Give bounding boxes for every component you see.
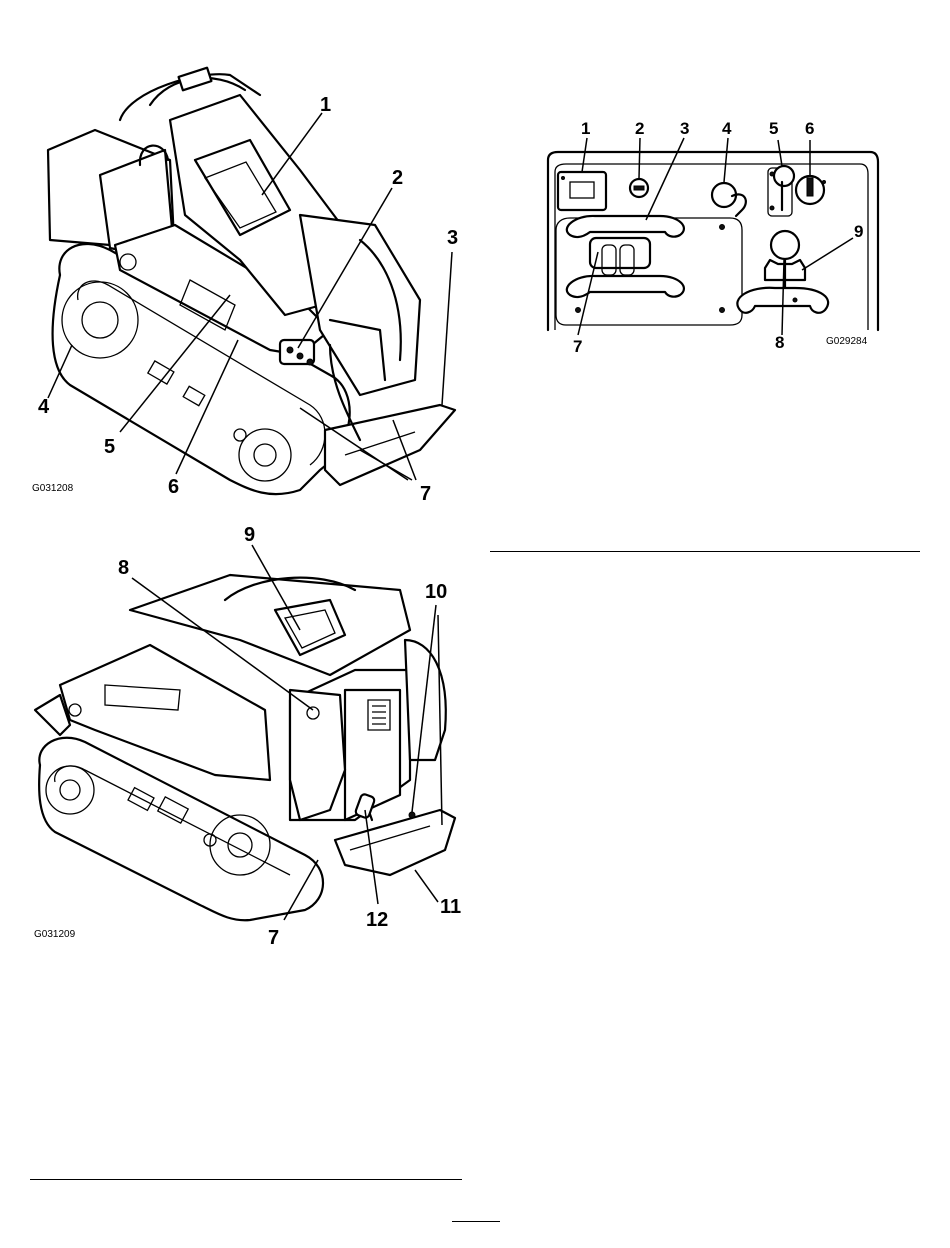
rear-callout-7: 7 — [268, 928, 279, 948]
figure-code: G031208 — [32, 484, 73, 494]
panel-callout-2: 2 — [635, 120, 644, 137]
section-divider — [490, 551, 920, 552]
rear-callout-10: 10 — [425, 582, 447, 602]
control-panel-drawing — [520, 110, 900, 360]
figure-control-panel: 1 2 3 4 5 6 7 8 9 G029284 — [520, 110, 900, 360]
panel-callout-3: 3 — [680, 120, 689, 137]
rear-callout-12: 12 — [366, 910, 388, 930]
panel-callout-9: 9 — [854, 223, 863, 240]
rear-callout-11: 11 — [440, 897, 461, 917]
footer-line — [452, 1221, 500, 1222]
panel-callout-7: 7 — [573, 338, 582, 355]
panel-callout-1: 1 — [581, 120, 590, 137]
rear-figure-code: G031209 — [34, 930, 75, 940]
panel-callout-5: 5 — [769, 120, 778, 137]
figure-machine-front: 1 2 3 4 5 6 7 G031208 — [0, 0, 470, 510]
machine-rear-drawing — [0, 520, 480, 960]
rear-callout-9: 9 — [244, 525, 255, 545]
callout-3: 3 — [447, 228, 458, 248]
panel-callout-4: 4 — [722, 120, 731, 137]
callout-7: 7 — [420, 484, 431, 504]
callout-1: 1 — [320, 95, 331, 115]
machine-front-drawing — [0, 0, 470, 510]
callout-2: 2 — [392, 168, 403, 188]
figure-machine-rear: 8 9 10 12 11 7 G031209 — [0, 520, 480, 960]
rear-callout-8: 8 — [118, 558, 129, 578]
bottom-divider — [30, 1179, 462, 1180]
panel-callout-8: 8 — [775, 334, 784, 351]
panel-callout-6: 6 — [805, 120, 814, 137]
panel-figure-code: G029284 — [826, 337, 867, 347]
callout-4: 4 — [38, 397, 49, 417]
callout-5: 5 — [104, 437, 115, 457]
callout-6: 6 — [168, 477, 179, 497]
